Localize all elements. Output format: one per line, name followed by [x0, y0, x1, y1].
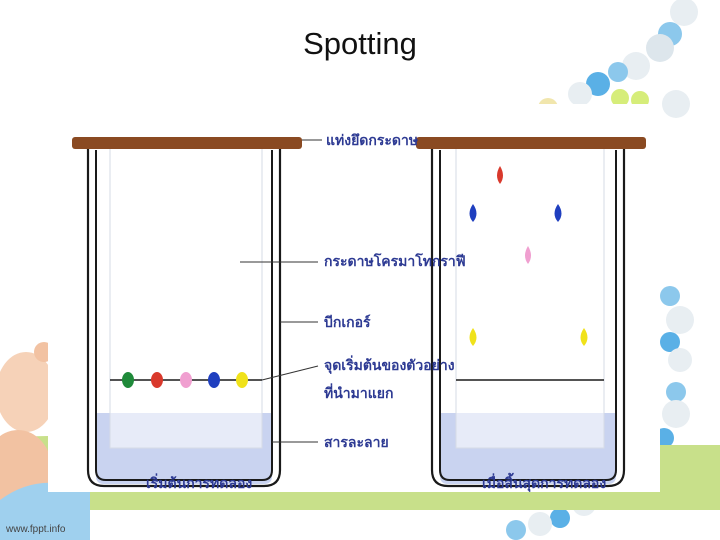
label-start-point: จุดเริ่มต้นของตัวอย่าง — [324, 355, 455, 374]
footer-url: www.fppt.info — [6, 524, 66, 535]
red-spot-separated — [497, 166, 503, 184]
red-spot — [151, 372, 163, 388]
yellow-spot — [236, 372, 248, 388]
slide-title: Spotting — [303, 26, 417, 61]
yellow-spot-separated — [580, 328, 588, 346]
blue-spot — [208, 372, 220, 388]
label-start-point-line2: ที่นำมาแยก — [324, 383, 393, 402]
leader-lines — [240, 139, 322, 443]
caption-start: เริ่มต้นการทดลอง — [146, 473, 252, 492]
green-spot — [122, 372, 134, 388]
beaker-end — [416, 137, 646, 488]
blue-spot-separated — [469, 204, 477, 222]
caption-end: เมื่อสิ้นสุดการทดลอง — [482, 472, 606, 492]
yellow-spot-separated — [469, 328, 477, 346]
pink-spot — [180, 372, 192, 388]
label-paper-holder: แท่งยึดกระดาษ — [326, 132, 418, 149]
label-solvent: สารละลาย — [324, 435, 389, 451]
label-beaker: บีกเกอร์ — [324, 314, 371, 331]
blue-spot-separated — [554, 204, 562, 222]
pink-spot-separated — [525, 246, 531, 264]
spots-start — [122, 372, 248, 388]
label-chromatography-paper: กระดาษโครมาโทกราฟี — [324, 252, 466, 270]
beaker-start — [72, 137, 302, 488]
spots-end — [469, 166, 588, 346]
